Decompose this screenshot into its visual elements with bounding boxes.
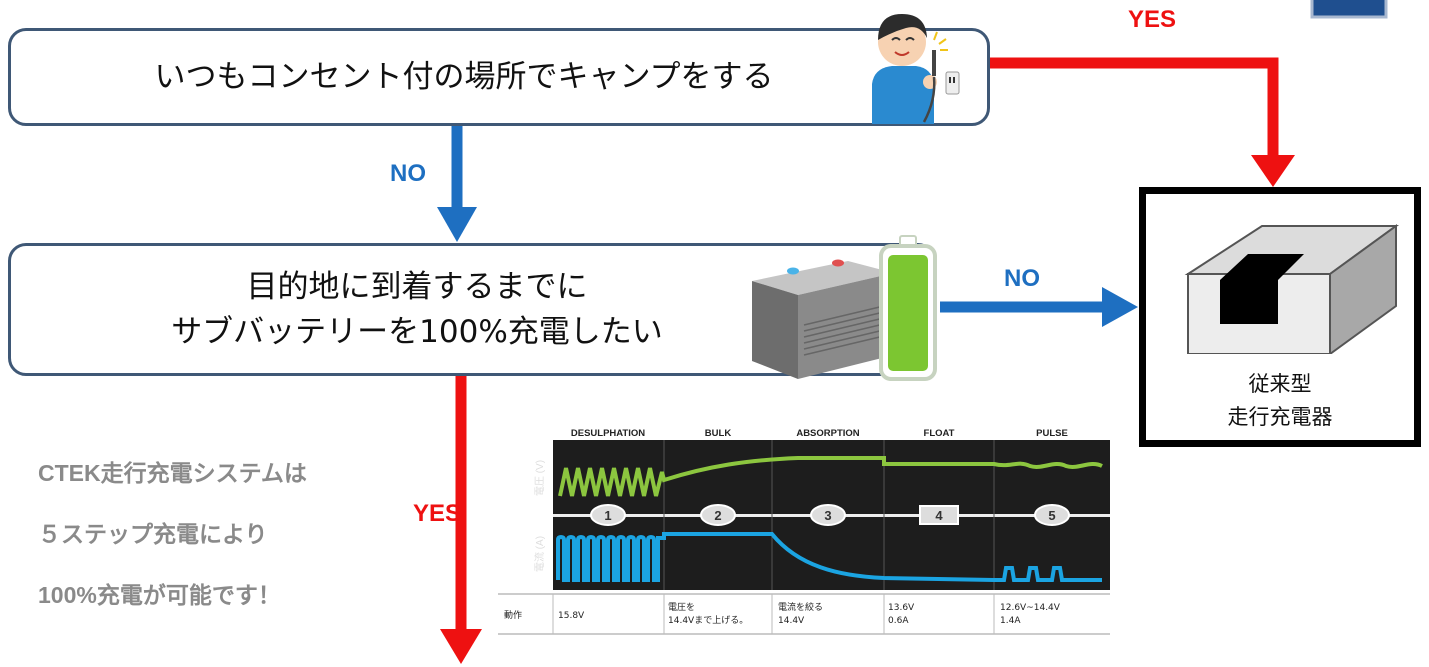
yes-connector-top [990,57,1279,158]
step-marker-2: 2 [700,504,736,526]
current-axis-label: 電流 (A) [533,536,546,572]
row-cell-2a: 電圧を [668,602,695,613]
battery-illustration [752,235,937,381]
person-plug-illustration [872,14,960,124]
phase-label-float: FLOAT [924,428,955,439]
no-arrowhead-down [437,207,477,242]
row-cell-5a: 12.6V~14.4V [1000,603,1061,613]
question-box-outlet-camping: いつもコンセント付の場所でキャンプをする [8,28,990,126]
charger-line2: 走行充電器 [1227,404,1333,429]
yes-arrowhead-top [1251,155,1295,187]
phase-label-desulphation: DESULPHATION [571,428,645,439]
question1-text: いつもコンセント付の場所でキャンプをする [154,58,774,95]
ctek-text-line1: CTEK走行充電システムは [38,460,307,486]
row-cell-5b: 1.4A [1000,616,1021,626]
step-marker-4: 4 [919,505,959,525]
row-cell-2b: 14.4Vまで上げる。 [668,615,748,626]
step-marker-1: 1 [590,504,626,526]
row-cell-3a: 電流を絞る [778,601,823,613]
charger-illustration [1184,224,1400,354]
yes-label-top: YES [1128,6,1177,33]
phase-label-bulk: BULK [705,428,732,439]
question2-line1: 目的地に到着するまでに [246,269,588,306]
no-arrowhead-right [1102,287,1138,327]
no-label-right: NO [1004,265,1040,292]
conventional-charger-box: 従来型 走行充電器 [1139,187,1421,447]
svg-text:1: 1 [604,508,611,523]
step-marker-3: 3 [810,504,846,526]
svg-text:3: 3 [824,508,831,523]
row-cell-1a: 15.8V [558,611,585,621]
row-cell-4b: 0.6A [888,616,909,626]
svg-text:5: 5 [1048,508,1055,523]
no-label-down: NO [390,160,426,187]
corner-box [1310,0,1388,19]
row-header: 動作 [504,609,522,621]
phase-label-pulse: PULSE [1036,428,1068,439]
svg-text:4: 4 [935,508,943,523]
phase-label-absorption: ABSORPTION [796,428,859,439]
action-row: 動作 15.8V 電圧を 14.4Vまで上げる。 電流を絞る 14.4V 13.… [498,593,1110,635]
voltage-curve [558,456,1103,497]
charging-chart-svg: DESULPHATION BULK ABSORPTION FLOAT PULSE… [498,428,1110,635]
charger-label: 従来型 走行充電器 [1146,368,1414,433]
charger-line1: 従来型 [1248,372,1312,396]
question2-text: 目的地に到着するまでに サブバッテリーを100%充電したい [171,265,663,353]
row-cell-4a: 13.6V [888,603,915,613]
question2-line2: サブバッテリーを100%充電したい [171,313,663,350]
svg-text:2: 2 [714,508,721,523]
charging-steps-chart: DESULPHATION BULK ABSORPTION FLOAT PULSE… [498,426,1110,636]
row-cell-3b: 14.4V [778,616,805,626]
step-marker-5: 5 [1034,504,1070,526]
yes-label-bottom: YES [413,500,462,527]
ctek-text-line2: ５ステップ充電により [38,521,268,547]
yes-arrowhead-down [440,629,482,664]
current-curve [556,532,1102,582]
ctek-text-line3: 100%充電が可能です！ [38,582,281,608]
voltage-axis-label: 電圧 (V) [534,460,546,496]
